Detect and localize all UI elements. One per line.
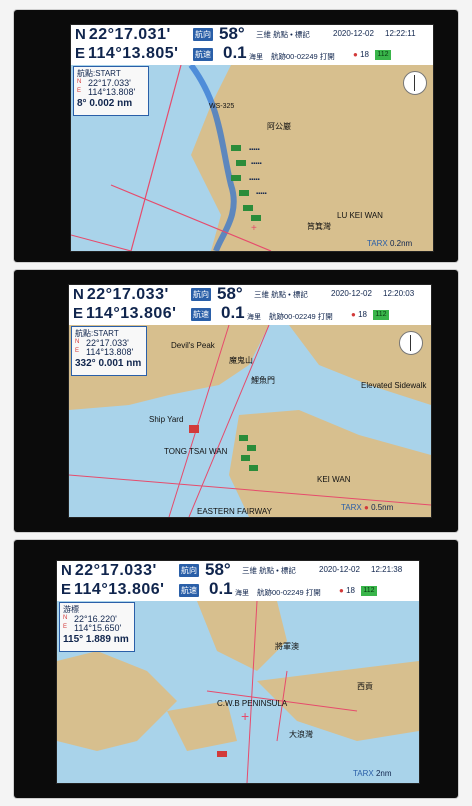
heading-label: 航向 (179, 564, 199, 577)
svg-text:+: + (251, 223, 257, 234)
signal-strength: ● 18 (339, 586, 355, 595)
gps-drop-icon: ● (353, 50, 358, 59)
speed-label: 航速 (179, 584, 199, 597)
mode-tabs[interactable]: 三維 航點 • 標記 (242, 566, 296, 575)
track-info: 航跡00-02249 打開 (269, 312, 333, 321)
status-indicator: 112 (373, 310, 389, 320)
time: 12:22:11 (385, 29, 416, 38)
mode-tabs[interactable]: 三維 航點 • 標記 (254, 290, 308, 299)
speed-value: 0.1 (221, 303, 245, 322)
mode-tabs[interactable]: 三維 航點 • 標記 (256, 30, 310, 39)
heading-value: 58° (205, 560, 231, 579)
track-info: 航跡00-02249 打開 (257, 588, 321, 597)
scale-indicator: TARX 0.2nm (367, 239, 413, 248)
signal-strength: ● 18 (353, 50, 369, 59)
drop-icon: ● (363, 503, 369, 512)
svg-text:▪▪▪▪▪: ▪▪▪▪▪ (256, 191, 267, 197)
speed-unit: 海里 (247, 314, 261, 321)
svg-text:+: + (241, 708, 249, 724)
date: 2020-12-02 (333, 29, 374, 38)
gps-drop-icon: ● (351, 310, 356, 319)
speed-unit: 海里 (235, 590, 249, 597)
signal-strength: ● 18 (351, 310, 367, 319)
speed-label: 航速 (191, 308, 211, 321)
scale-indicator: TARX 2nm (353, 769, 392, 778)
status-indicator: 112 (375, 50, 391, 60)
waypoint-panel: 航點:START N 22°17.033' E 114°13.808' 8° 0… (73, 66, 149, 116)
status-indicator: 112 (361, 586, 377, 596)
cursor-panel: 游標 N 22°16.220' E 114°15.650' 115° 1.889… (59, 602, 135, 652)
heading-label: 航向 (191, 288, 211, 301)
nautical-chart-1[interactable]: ▪▪▪▪▪ ▪▪▪▪▪ ▪▪▪▪▪ ▪▪▪▪▪ + (71, 65, 433, 251)
compass-icon[interactable] (399, 331, 423, 355)
time: 12:21:38 (371, 565, 403, 574)
speed-label: 航速 (193, 48, 213, 61)
heading-label: 航向 (193, 28, 213, 41)
gps-drop-icon: ● (339, 586, 344, 595)
scale-indicator: TARX ● 0.5nm (341, 503, 394, 512)
svg-text:▪▪▪▪▪: ▪▪▪▪▪ (249, 147, 260, 153)
time: 12:20:03 (383, 289, 415, 298)
heading-value: 58° (219, 24, 245, 43)
svg-text:▪▪▪▪▪: ▪▪▪▪▪ (249, 177, 260, 183)
track-info: 航跡00-02249 打開 (271, 52, 335, 61)
svg-text:▪▪▪▪▪: ▪▪▪▪▪ (251, 161, 262, 167)
heading-value: 58° (217, 284, 243, 303)
speed-value: 0.1 (209, 579, 233, 598)
speed-unit: 海里 (249, 54, 263, 61)
speed-value: 0.1 (223, 43, 247, 62)
date: 2020-12-02 (319, 565, 360, 574)
date: 2020-12-02 (331, 289, 372, 298)
waypoint-panel: 航點:START N 22°17.033' E 114°13.808' 332°… (71, 326, 147, 376)
compass-icon[interactable] (403, 71, 427, 95)
